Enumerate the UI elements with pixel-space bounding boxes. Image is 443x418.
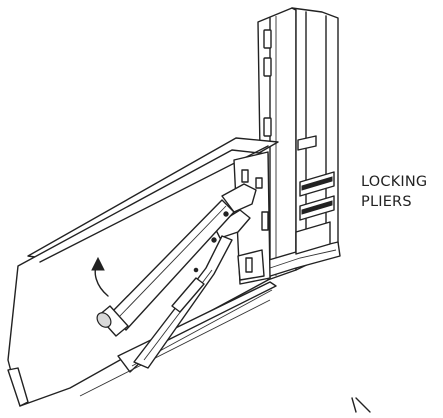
callout-line-2: PLIERS xyxy=(361,194,412,210)
callout-locking-pliers: LOCKING PLIERS xyxy=(361,172,427,212)
rotation-arrow xyxy=(91,256,109,297)
beam xyxy=(7,137,279,407)
corner-mark xyxy=(351,397,371,413)
locking-pliers xyxy=(96,183,257,369)
callout-line-1: LOCKING xyxy=(361,174,428,190)
